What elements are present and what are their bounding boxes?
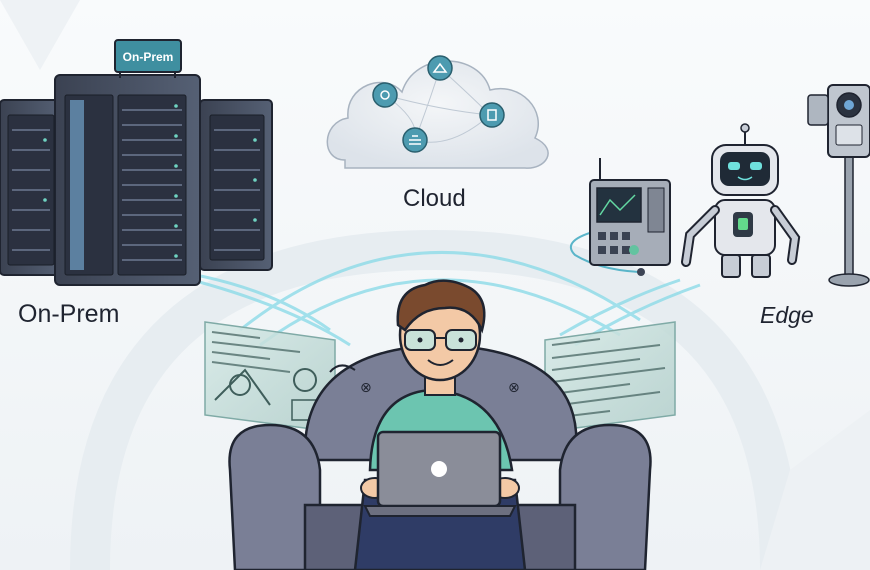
camera-icon — [807, 84, 870, 287]
rack-sign-text: On-Prem — [123, 50, 174, 64]
cloud-node-icon — [372, 55, 505, 153]
svg-text:⊗: ⊗ — [508, 380, 520, 396]
cloud-label: Cloud — [403, 185, 466, 212]
edge-device-icon — [569, 158, 671, 276]
on-prem-label: On-Prem — [18, 300, 120, 328]
edge-label: Edge — [760, 302, 814, 328]
svg-text:⊗: ⊗ — [360, 380, 372, 396]
server-rack-icon: On-Prem — [0, 39, 273, 286]
rack-sign — [114, 39, 182, 73]
laptop-icon — [363, 430, 517, 517]
robot-icon — [681, 123, 801, 278]
cloud-icon — [326, 55, 549, 169]
